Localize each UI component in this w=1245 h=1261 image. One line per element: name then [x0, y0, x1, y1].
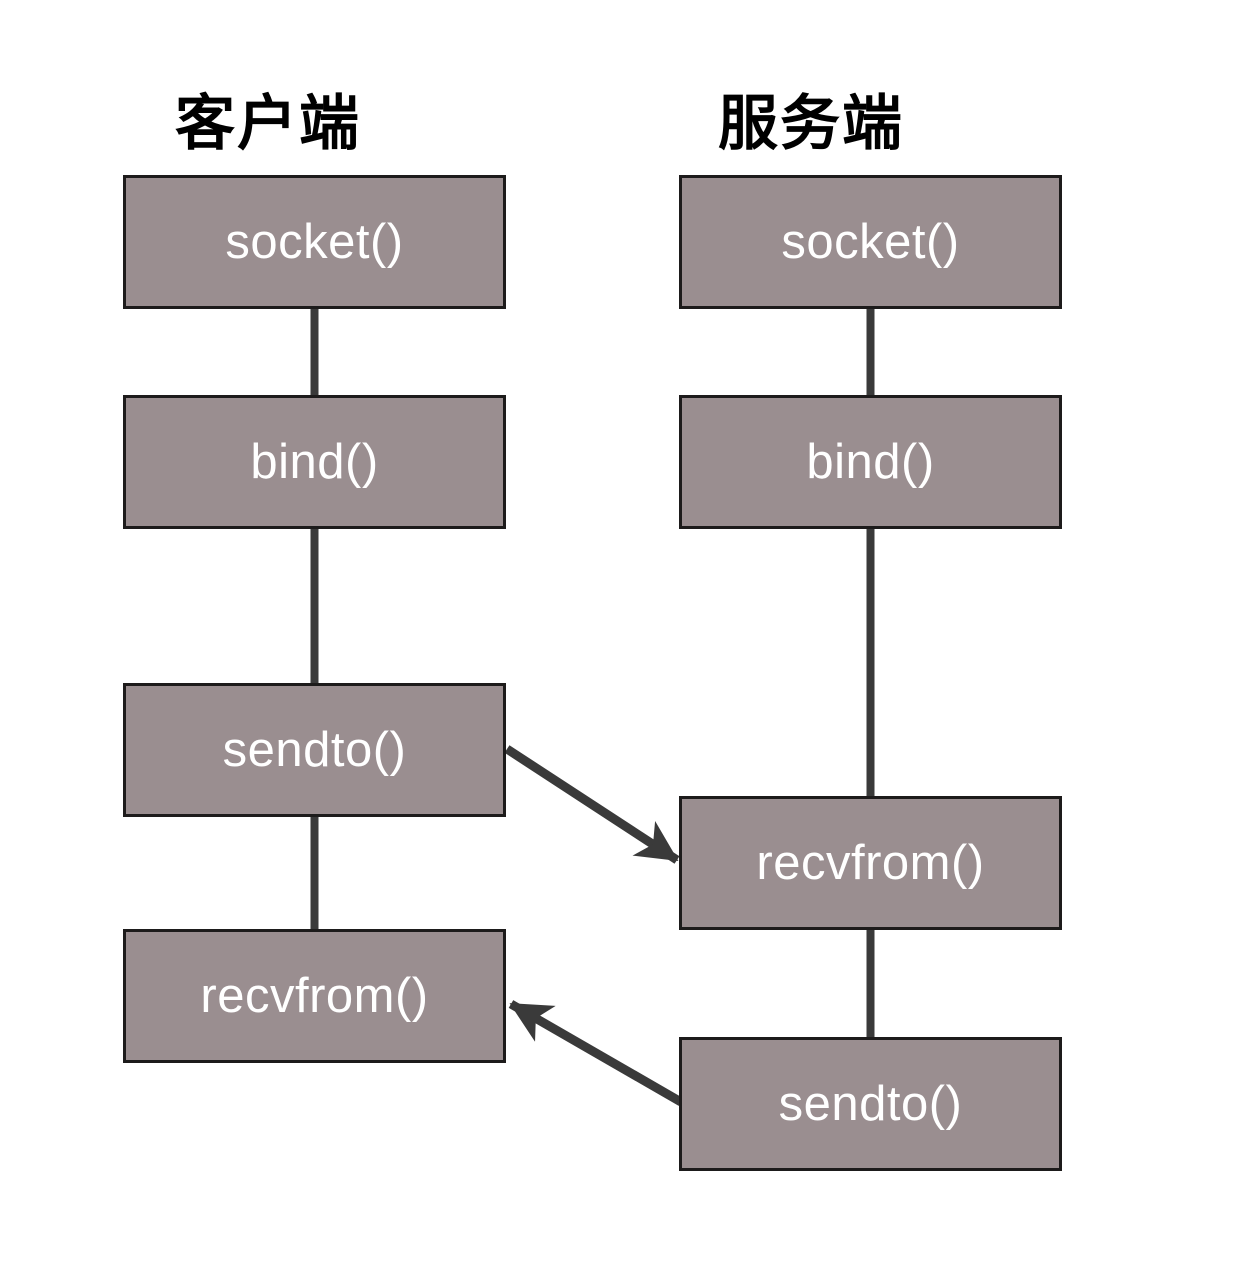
server-sendto-label: sendto() — [778, 1077, 963, 1131]
server-bind-box: bind() — [679, 395, 1062, 529]
client-recvfrom-box: recvfrom() — [123, 929, 506, 1063]
server-bind-label: bind() — [806, 435, 935, 489]
client-sendto-label: sendto() — [222, 723, 407, 777]
server-recvfrom-label: recvfrom() — [756, 836, 985, 890]
client-socket-label: socket() — [225, 215, 404, 269]
arrow-server-sendto-to-client-recvfrom — [508, 1000, 684, 1106]
server-column-title: 服务端 — [718, 90, 904, 157]
client-sendto-box: sendto() — [123, 683, 506, 817]
client-recvfrom-label: recvfrom() — [200, 969, 429, 1023]
server-socket-label: socket() — [781, 215, 960, 269]
client-socket-box: socket() — [123, 175, 506, 309]
server-socket-box: socket() — [679, 175, 1062, 309]
server-recvfrom-box: recvfrom() — [679, 796, 1062, 930]
arrow-client-sendto-to-server-recvfrom — [504, 745, 680, 864]
server-sendto-box: sendto() — [679, 1037, 1062, 1171]
client-bind-label: bind() — [250, 435, 379, 489]
client-bind-box: bind() — [123, 395, 506, 529]
client-column-title: 客户端 — [175, 90, 361, 157]
